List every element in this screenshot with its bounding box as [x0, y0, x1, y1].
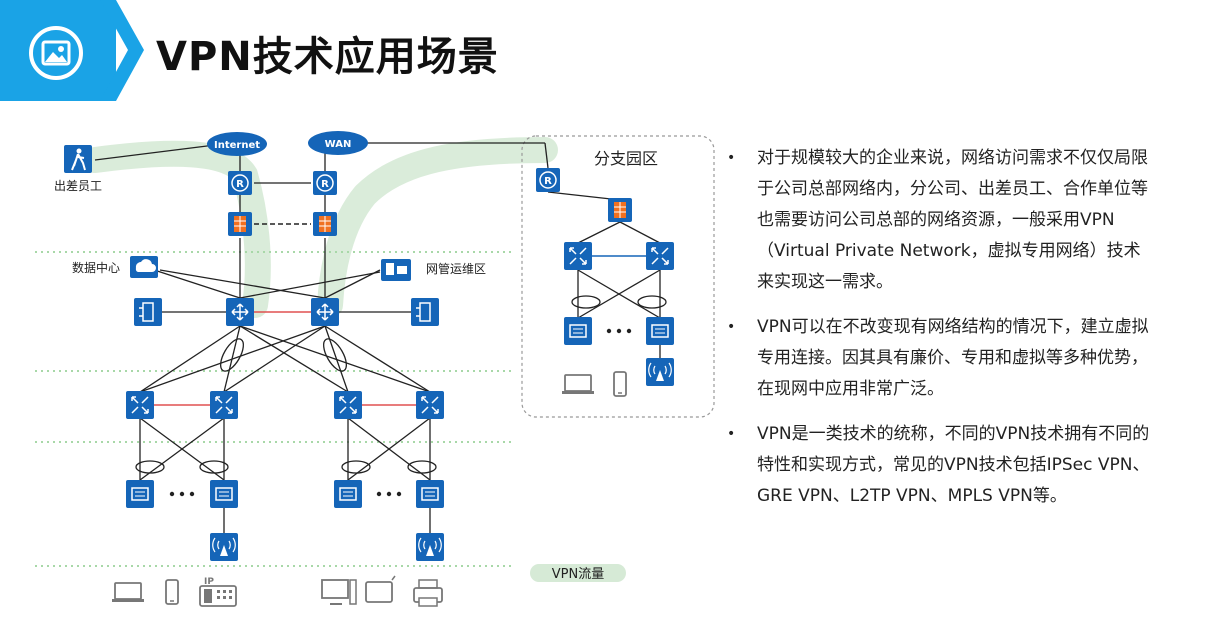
bullet-dot-icon: •	[727, 426, 736, 442]
bullet-dot-icon: •	[727, 319, 736, 335]
bullet-item: • 对于规模较大的企业来说，网络访问需求不仅仅局限于公司总部网络内，分公司、出差…	[727, 143, 1157, 298]
core-switch-icon	[310, 297, 340, 327]
vpn-flow-legend: VPN流量	[530, 564, 626, 582]
traveler-label: 出差员工	[54, 179, 102, 193]
server-icon	[133, 297, 163, 327]
access-switch-icon	[125, 479, 155, 509]
router-icon	[535, 167, 561, 193]
access-switch-icon	[415, 479, 445, 509]
aggregation-switch-icon	[563, 241, 593, 271]
svg-text:WAN: WAN	[325, 139, 352, 150]
firewall-icon	[227, 211, 253, 237]
image-icon	[29, 26, 83, 80]
core-switch-icon	[225, 297, 255, 327]
firewall-icon	[312, 211, 338, 237]
ellipsis-icon	[606, 328, 632, 334]
phone-icon	[165, 579, 179, 605]
bullet-dot-icon: •	[727, 150, 736, 166]
header-chevron	[100, 0, 144, 101]
svg-text:Internet: Internet	[214, 140, 260, 151]
page-title: VPN技术应用场景	[156, 34, 499, 80]
internet-cloud: Internet	[207, 132, 267, 156]
branch-label: 分支园区	[594, 149, 658, 168]
router-icon	[227, 170, 253, 196]
header-band	[0, 0, 116, 101]
laptop-icon	[111, 582, 145, 603]
aggregation-switch-icon	[333, 390, 363, 420]
access-switch-icon	[563, 316, 593, 346]
aggregation-switch-icon	[209, 390, 239, 420]
bullet-item: • VPN是一类技术的统称，不同的VPN技术拥有不同的特性和实现方式，常见的VP…	[727, 419, 1157, 512]
bullet-list: • 对于规模较大的企业来说，网络访问需求不仅仅局限于公司总部网络内，分公司、出差…	[727, 143, 1157, 526]
ip-phone-icon: IP	[199, 577, 237, 607]
netops-label: 网管运维区	[426, 261, 486, 276]
ellipsis-icon	[169, 491, 402, 497]
access-switch-icon	[333, 479, 363, 509]
access-point-icon	[645, 357, 675, 387]
traveler-icon	[64, 145, 92, 173]
access-point-icon	[209, 532, 239, 562]
svg-text:IP: IP	[204, 577, 214, 587]
server-icon	[410, 297, 440, 327]
bullet-item: • VPN可以在不改变现有网络结构的情况下，建立虚拟专用连接。因其具有廉价、专用…	[727, 312, 1157, 405]
bullet-text: VPN可以在不改变现有网络结构的情况下，建立虚拟专用连接。因其具有廉价、专用和虚…	[757, 317, 1149, 399]
datacenter-label: 数据中心	[72, 260, 120, 275]
aggregation-switch-icon	[125, 390, 155, 420]
network-diagram: R	[35, 131, 715, 607]
router-icon	[312, 170, 338, 196]
svg-text:VPN流量: VPN流量	[552, 567, 604, 582]
netops-icon	[381, 259, 411, 281]
bullet-text: VPN是一类技术的统称，不同的VPN技术拥有不同的特性和实现方式，常见的VPN技…	[757, 424, 1150, 506]
aggregation-switch-icon	[415, 390, 445, 420]
laptop-icon	[561, 374, 595, 395]
access-switch-icon	[209, 479, 239, 509]
datacenter-icon	[130, 256, 158, 278]
access-point-icon	[415, 532, 445, 562]
desktop-icon	[321, 579, 357, 605]
wan-cloud: WAN	[308, 131, 368, 155]
access-switch-icon	[645, 316, 675, 346]
branch-campus-box	[521, 135, 715, 418]
phone-icon	[613, 371, 627, 397]
aggregation-switch-icon	[645, 241, 675, 271]
printer-icon	[413, 579, 443, 607]
firewall-icon	[607, 197, 633, 223]
tablet-icon	[365, 575, 396, 603]
bullet-text: 对于规模较大的企业来说，网络访问需求不仅仅局限于公司总部网络内，分公司、出差员工…	[757, 148, 1148, 292]
